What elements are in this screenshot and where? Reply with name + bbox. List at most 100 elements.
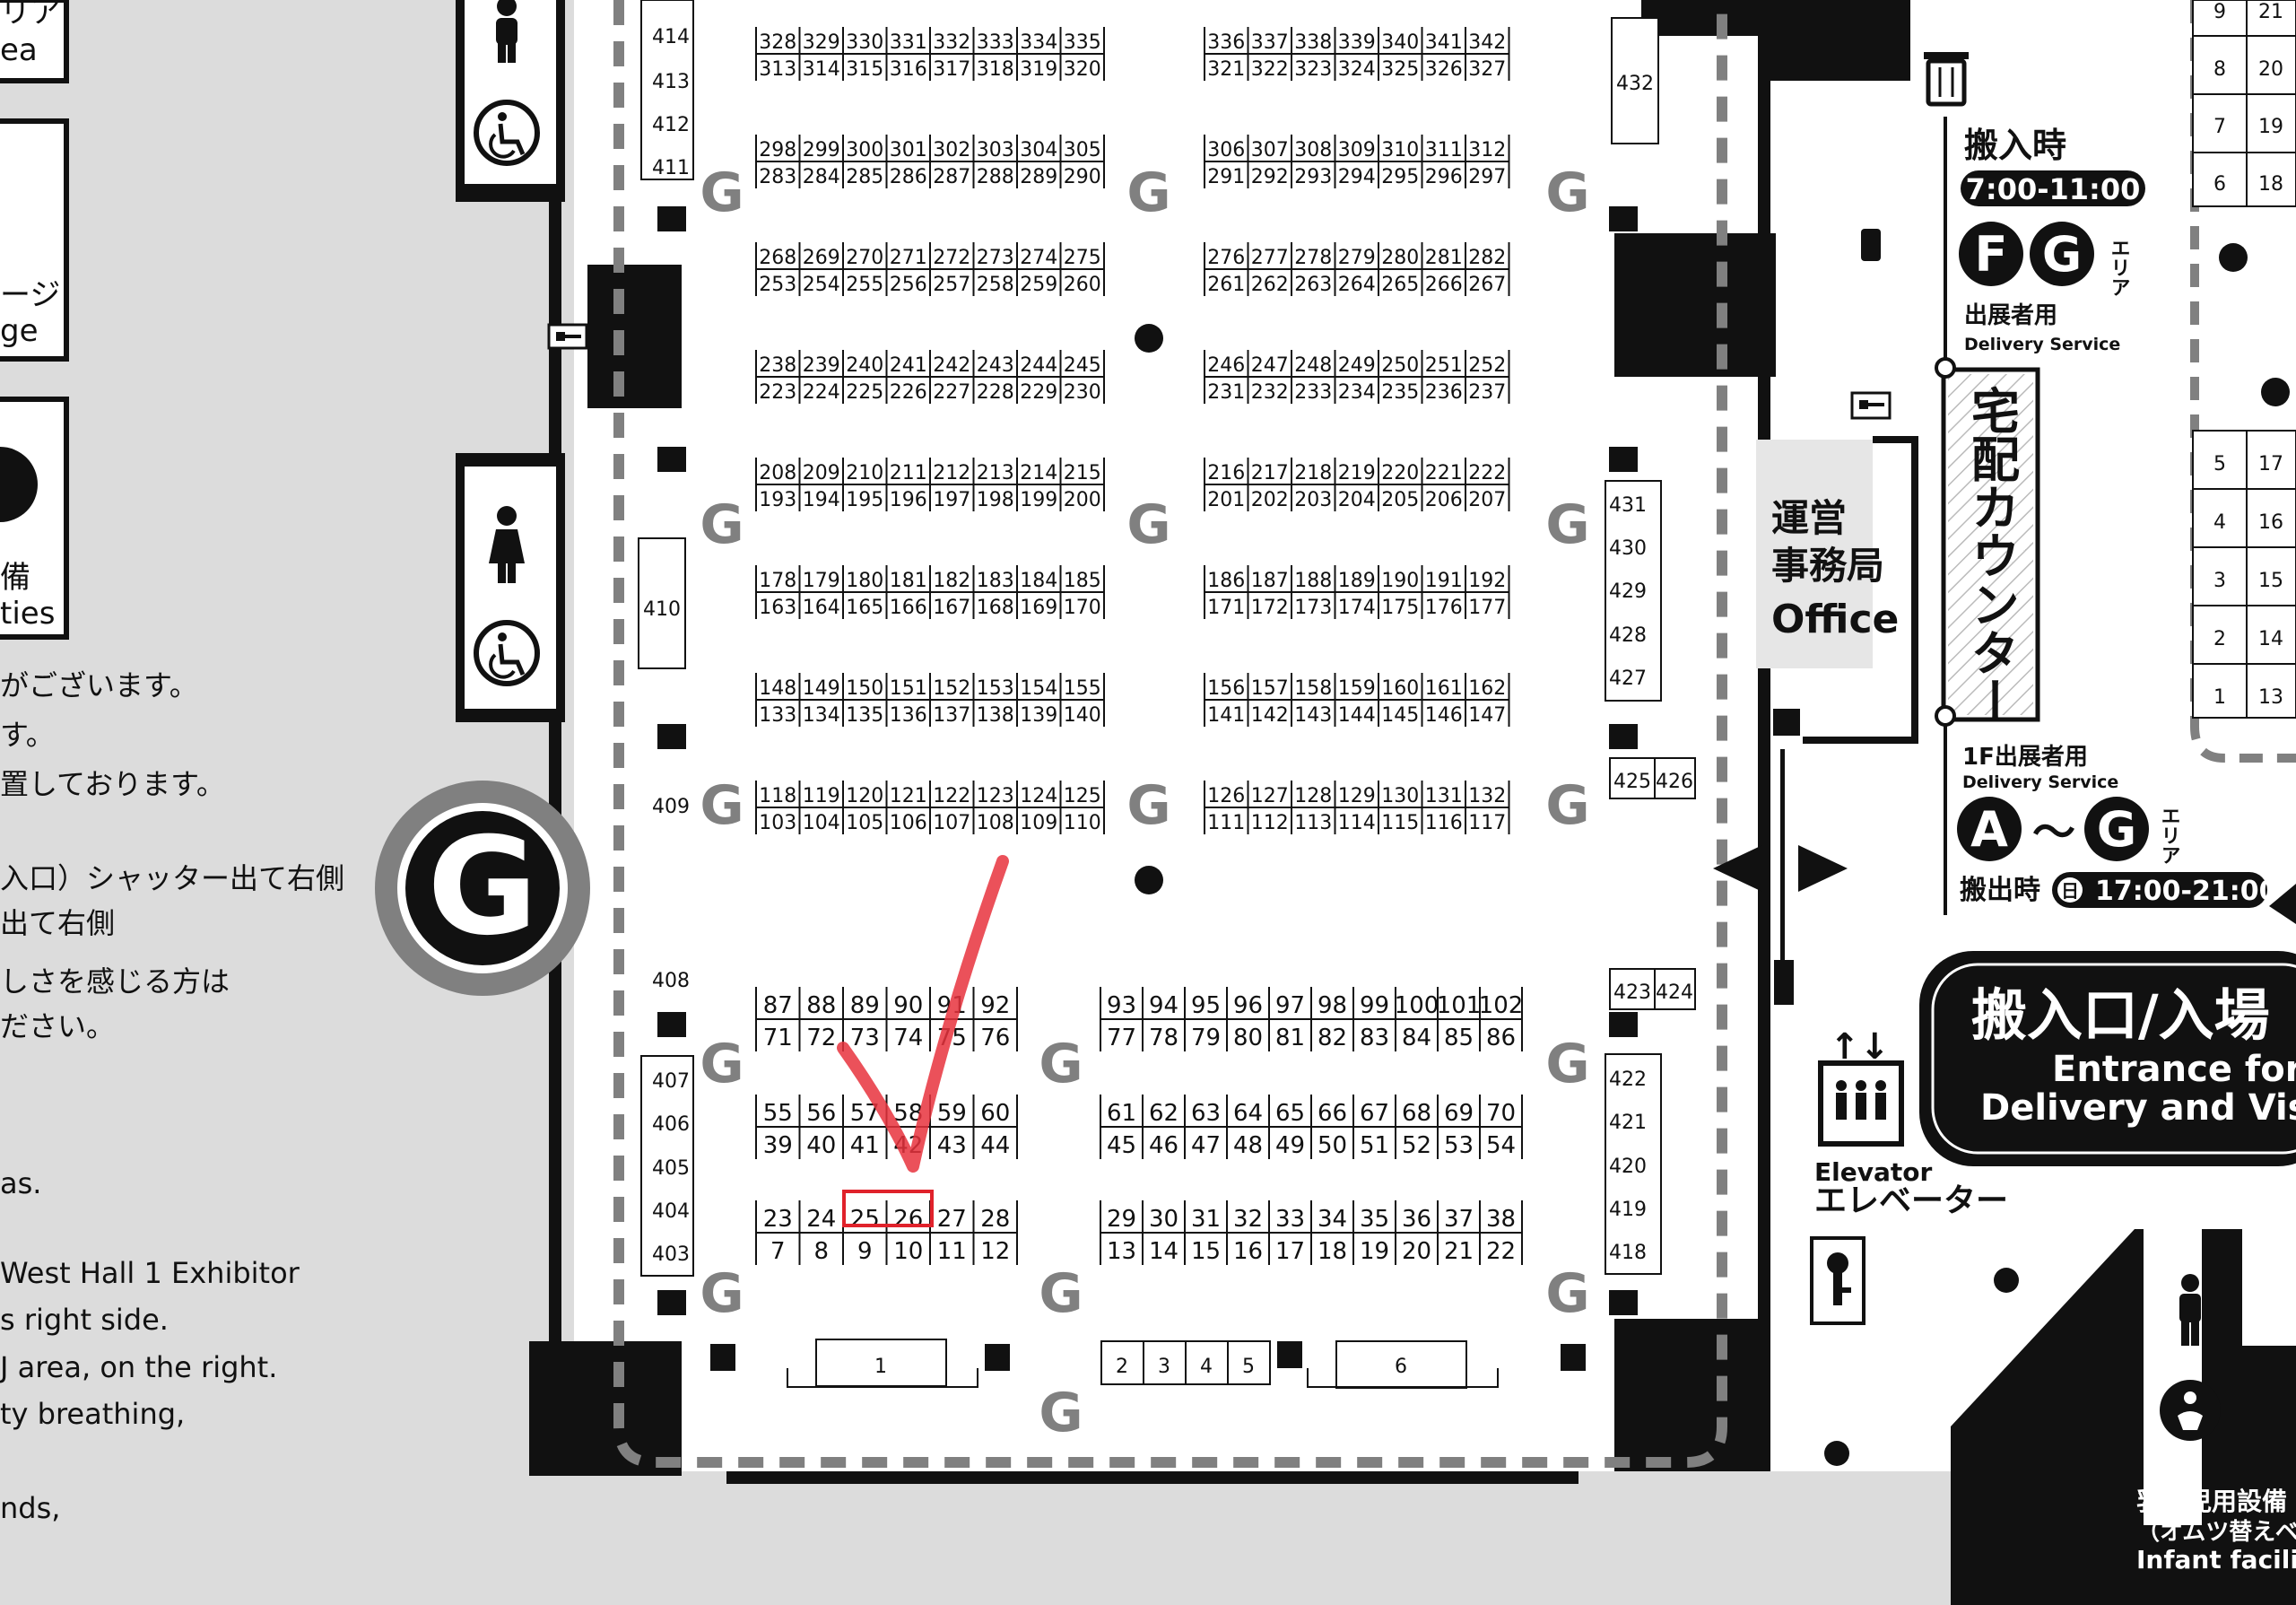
booth: 60 (980, 1100, 1010, 1127)
grid-cell: 18 (2258, 173, 2283, 196)
booth: 331 (890, 31, 927, 54)
booth: 268 (759, 247, 796, 269)
booth: 158 (1294, 677, 1332, 700)
booth: 324 (1338, 58, 1376, 81)
booth: 404 (652, 1200, 690, 1223)
booth: 114 (1338, 812, 1376, 834)
booth: 196 (890, 489, 927, 511)
booth: 125 (1064, 785, 1101, 807)
booth: 41 (850, 1132, 880, 1159)
booth: 315 (846, 58, 883, 81)
booth: 301 (890, 139, 927, 161)
booth: 115 (1381, 812, 1419, 834)
booth: 295 (1381, 166, 1419, 188)
grid-cell: 4 (2213, 511, 2226, 534)
booth: 309 (1338, 139, 1376, 161)
booth: 207 (1468, 489, 1506, 511)
infant-label-jp-2: （オムツ替えベッ (2136, 1519, 2296, 1546)
booth: 27 (937, 1206, 967, 1233)
booth: 265 (1381, 274, 1419, 296)
note-line-7: ださい。 (0, 1009, 115, 1043)
booth: 203 (1294, 489, 1332, 511)
g-marker: G (1126, 161, 1170, 224)
booth: 428 (1609, 624, 1647, 647)
booth: 403 (652, 1243, 690, 1266)
booth: 138 (977, 704, 1014, 727)
office-label-en: Office (1771, 597, 1899, 642)
booth: 405 (652, 1157, 690, 1180)
booth: 253 (759, 274, 796, 296)
booth: 266 (1425, 274, 1463, 296)
booth: 21 (1444, 1238, 1474, 1265)
booth-highlighted: 26 (893, 1206, 923, 1233)
booth: 276 (1207, 247, 1245, 269)
note-line-3: 置しております。 (0, 767, 225, 801)
booth: 280 (1381, 247, 1419, 269)
booth: 61 (1107, 1100, 1136, 1127)
booth: 72 (806, 1025, 836, 1051)
booth: 193 (759, 489, 796, 511)
booth: 30 (1149, 1206, 1178, 1233)
booth: 259 (1020, 274, 1057, 296)
g-marker: G (1039, 1033, 1083, 1095)
booth: 329 (803, 31, 840, 54)
lower-right-building: 乳幼児用設備 （オムツ替えベッ Infant faciliti (1951, 1229, 2296, 1605)
booth: 10 (893, 1238, 923, 1265)
delivery-out-title: 搬出時 (1960, 875, 2040, 906)
booth: 148 (759, 677, 796, 700)
outside-area-bottom (0, 1471, 1973, 1605)
area-tilde: 〜 (2032, 807, 2075, 858)
booth: 410 (643, 598, 681, 621)
grid-cell: 9 (2213, 1, 2226, 23)
grid-cell: 7 (2213, 116, 2226, 138)
booth: 71 (763, 1025, 793, 1051)
booth: 339 (1338, 31, 1376, 54)
booth: 137 (933, 704, 970, 727)
booth: 35 (1360, 1206, 1389, 1233)
booth: 245 (1064, 354, 1101, 377)
booth: 162 (1468, 677, 1506, 700)
booth: 326 (1425, 58, 1463, 81)
booth: 210 (846, 462, 883, 484)
booth: 284 (803, 166, 840, 188)
legend-card-3-line2: ties (0, 596, 55, 632)
booth: 147 (1468, 704, 1506, 727)
booth: 191 (1425, 570, 1463, 592)
booth: 239 (803, 354, 840, 377)
left-column-booths: 414 413 412 411 410 409 408 407 406 405 … (638, 0, 694, 1277)
booth: 209 (803, 462, 840, 484)
wheelchair-icon (474, 620, 540, 686)
entrance-sign: 搬入口/入場 Entrance for Delivery and Visit (1919, 951, 2296, 1166)
booth: 86 (1486, 1025, 1516, 1051)
booth: 37 (1444, 1206, 1474, 1233)
area-g-letter: G (2042, 226, 2082, 283)
booth: 414 (652, 26, 690, 48)
booth: 96 (1233, 992, 1263, 1019)
booth: 307 (1251, 139, 1289, 161)
booth: 206 (1425, 489, 1463, 511)
booth: 252 (1468, 354, 1506, 377)
g-marker: G (1545, 1033, 1589, 1095)
booth: 248 (1294, 354, 1332, 377)
booth: 231 (1207, 381, 1245, 404)
booth: 332 (933, 31, 970, 54)
grid-cell: 3 (2213, 570, 2226, 592)
booth: 316 (890, 58, 927, 81)
booth: 152 (933, 677, 970, 700)
booth: 320 (1064, 58, 1101, 81)
booth: 407 (652, 1070, 690, 1093)
g-marker: G (1545, 1262, 1589, 1325)
booth: 70 (1486, 1100, 1516, 1127)
note-line-12: ty breathing, (0, 1397, 185, 1431)
booth: 79 (1191, 1025, 1221, 1051)
grid-cell: 2 (2213, 628, 2226, 650)
booth: 113 (1294, 812, 1332, 834)
booth: 141 (1207, 704, 1245, 727)
booth: 334 (1020, 31, 1057, 54)
